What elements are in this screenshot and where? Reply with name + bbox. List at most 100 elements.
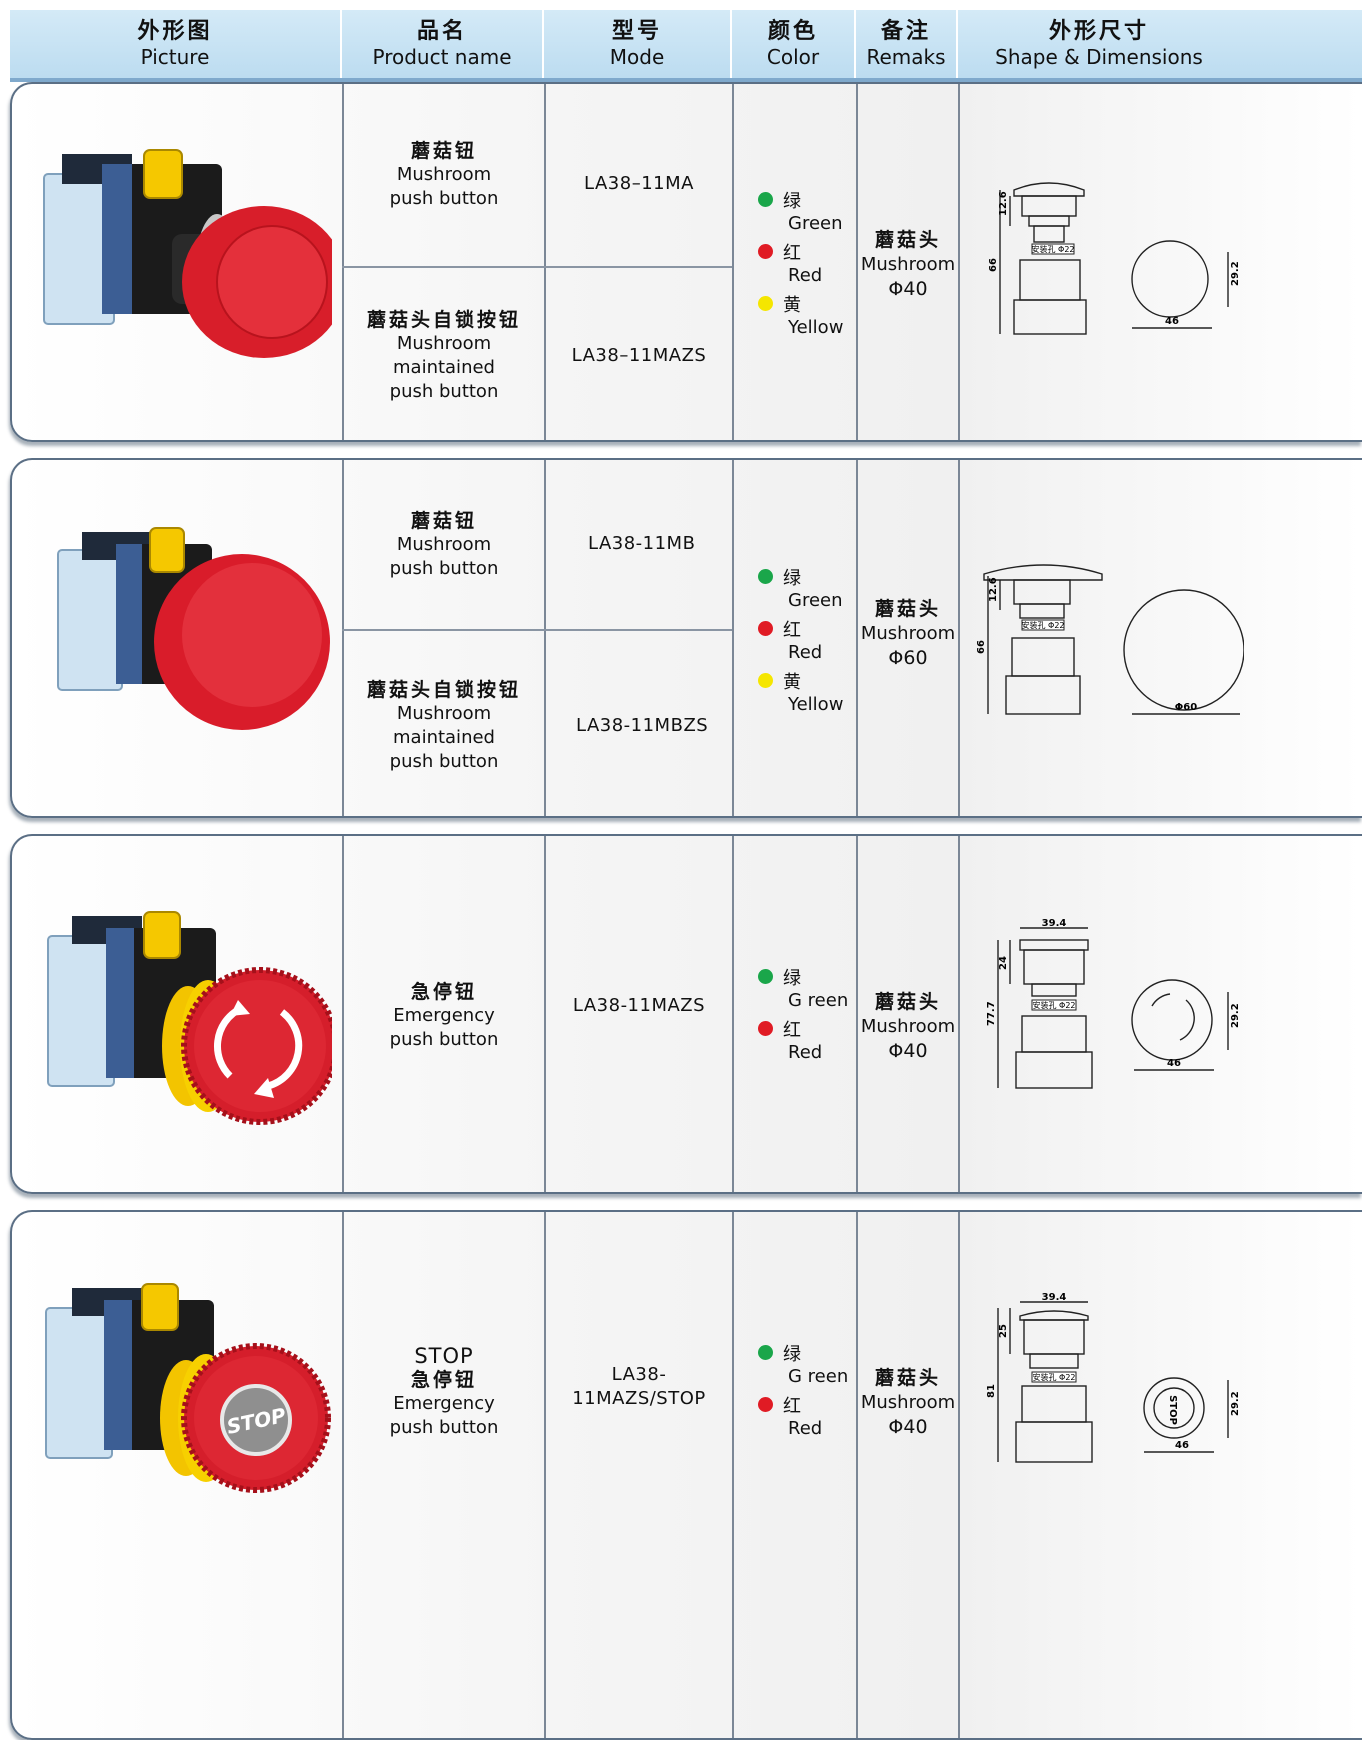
color-en: Green [788,590,843,611]
product-name-zh: 蘑菇头自锁按钮 [366,309,521,331]
color-en: Red [788,1418,823,1439]
header-remarks-en: Remaks [866,45,946,69]
remarks-zh: 蘑菇头 [874,991,941,1013]
mount-hole-label: 安装孔 Φ22 [1032,1372,1075,1382]
green-dot-icon [758,1345,773,1360]
header-model: 型号 Mode [544,10,732,78]
color-zh: 红 [783,1395,801,1417]
remarks-3: 蘑菇头 Mushroom Φ40 [858,836,958,1192]
model-number: LA38-11MAZS/STOP [572,1364,706,1409]
header-dimensions-en: Shape & Dimensions [995,45,1203,69]
header-dimensions: 外形尺寸 Shape & Dimensions [958,10,1240,78]
color-en: Yellow [788,694,844,715]
product-name-en: Mushroom maintained [393,702,495,748]
mushroom-button-photo-1 [43,149,332,358]
remarks-zh: 蘑菇头 [874,1367,941,1389]
color-en: G reen [788,990,849,1011]
mushroom-button-photo-2 [57,527,330,730]
color-zh: 绿 [783,567,801,589]
model-cell-1b: LA38–11MAZS [546,268,732,440]
dim-label: 29.2 [1230,261,1241,286]
product-name-1a: 蘑菇钮 Mushroom push button [344,84,544,266]
color-zh: 黄 [783,294,801,316]
header-product-en: Product name [372,45,512,69]
color-en: Red [788,1042,823,1063]
red-dot-icon [758,621,773,636]
product-name-en-2: push button [389,381,499,402]
color-zh: 绿 [783,1343,801,1365]
mount-hole-label: 安装孔 Φ22 [1031,244,1074,254]
product-name-zh: 蘑菇钮 [410,140,477,162]
product-name-en: Mushroom [396,164,492,185]
product-name-2b: 蘑菇头自锁按钮 Mushroom maintained push button [344,631,544,816]
product-name-3: 急停钮 Emergency push button [344,836,544,1192]
remarks-diameter: Φ60 [888,647,928,669]
header-color-en: Color [766,45,820,69]
remarks-en: Mushroom [860,623,956,644]
color-en: Green [788,213,843,234]
table-header: 外形图 Picture 品名 Product name 型号 Mode 颜色 C… [10,10,1362,82]
color-en: Red [788,642,823,663]
mount-hole-label: 安装孔 Φ22 [1021,620,1064,630]
product-name-stop: STOP [414,1344,474,1368]
model-number: LA38-11MB [588,533,696,554]
dim-label: 29.2 [1230,1391,1241,1416]
product-panel-4: STOP STOP 急停钮 Emergency push button LA38… [10,1210,1362,1740]
product-name-en: Emergency [393,1393,495,1414]
dim-label: 12.6 [998,191,1009,216]
remarks-4: 蘑菇头 Mushroom Φ40 [858,1212,958,1592]
remarks-zh: 蘑菇头 [874,229,941,251]
dimension-drawing-4: 39.4 安装孔 Φ22 STOP 25 81 46 29.2 [986,1292,1241,1463]
dim-label: 46 [1165,316,1179,327]
header-picture: 外形图 Picture [10,10,342,78]
color-zh: 黄 [783,671,801,693]
mount-hole-label: 安装孔 Φ22 [1032,1000,1075,1010]
product-panel-2: 蘑菇钮 Mushroom push button LA38-11MB 蘑菇头自锁… [10,458,1362,818]
green-dot-icon [758,192,773,207]
header-color: 颜色 Color [732,10,856,78]
dim-label: Φ60 [1175,702,1197,713]
dim-label: 66 [988,258,999,272]
dimension-drawing-1: 安装孔 Φ22 12.6 66 46 29.2 [988,182,1241,335]
model-number: LA38-11MAZS [572,995,706,1016]
remarks-1: 蘑菇头 Mushroom Φ40 [858,84,958,440]
product-name-en-2: push button [389,1417,499,1438]
color-zh: 绿 [783,967,801,989]
model-cell-3: LA38-11MAZS [546,836,732,1176]
model-cell-2b: LA38-11MBZS [546,631,732,816]
product-panel-3: 急停钮 Emergency push button LA38-11MAZS 绿 … [10,834,1362,1194]
color-zh: 绿 [783,190,801,212]
product-name-en-2: push button [389,557,499,579]
dim-label: 46 [1175,1440,1189,1451]
dim-label: 66 [976,640,987,654]
model-number: LA38–11MAZS [571,345,707,366]
header-remarks: 备注 Remaks [856,10,958,78]
remarks-2: 蘑菇头 Mushroom Φ60 [858,460,958,816]
remarks-diameter: Φ40 [888,1040,928,1062]
header-remarks-zh: 备注 [880,19,931,44]
color-options-2: 绿 Green 红 Red 黄 Yellow [758,564,843,720]
dim-label: 77.7 [986,1001,997,1026]
yellow-dot-icon [758,673,773,688]
green-dot-icon [758,569,773,584]
product-panel-1: 蘑菇钮 Mushroom push button LA38–11MA 蘑菇头自锁… [10,82,1362,442]
product-name-zh: 急停钮 [410,1369,477,1391]
product-name-zh: 蘑菇头自锁按钮 [366,678,521,701]
red-dot-icon [758,1021,773,1036]
model-cell-1a: LA38–11MA [546,84,732,266]
color-en: Yellow [788,317,844,338]
green-dot-icon [758,969,773,984]
remarks-en: Mushroom [860,254,956,275]
stop-drawing-label: STOP [1167,1395,1178,1425]
color-zh: 红 [783,619,801,641]
product-name-en: Mushroom maintained [393,333,495,378]
color-en: G reen [788,1366,849,1387]
dimension-drawing-2: 安装孔 Φ22 12.6 66 Φ60 [976,564,1244,715]
header-model-en: Mode [609,45,665,69]
remarks-en: Mushroom [860,1016,956,1037]
header-picture-en: Picture [140,45,210,69]
stop-button-photo: STOP [45,1283,331,1493]
header-model-zh: 型号 [611,19,662,44]
product-name-1b: 蘑菇头自锁按钮 Mushroom maintained push button [344,268,544,440]
